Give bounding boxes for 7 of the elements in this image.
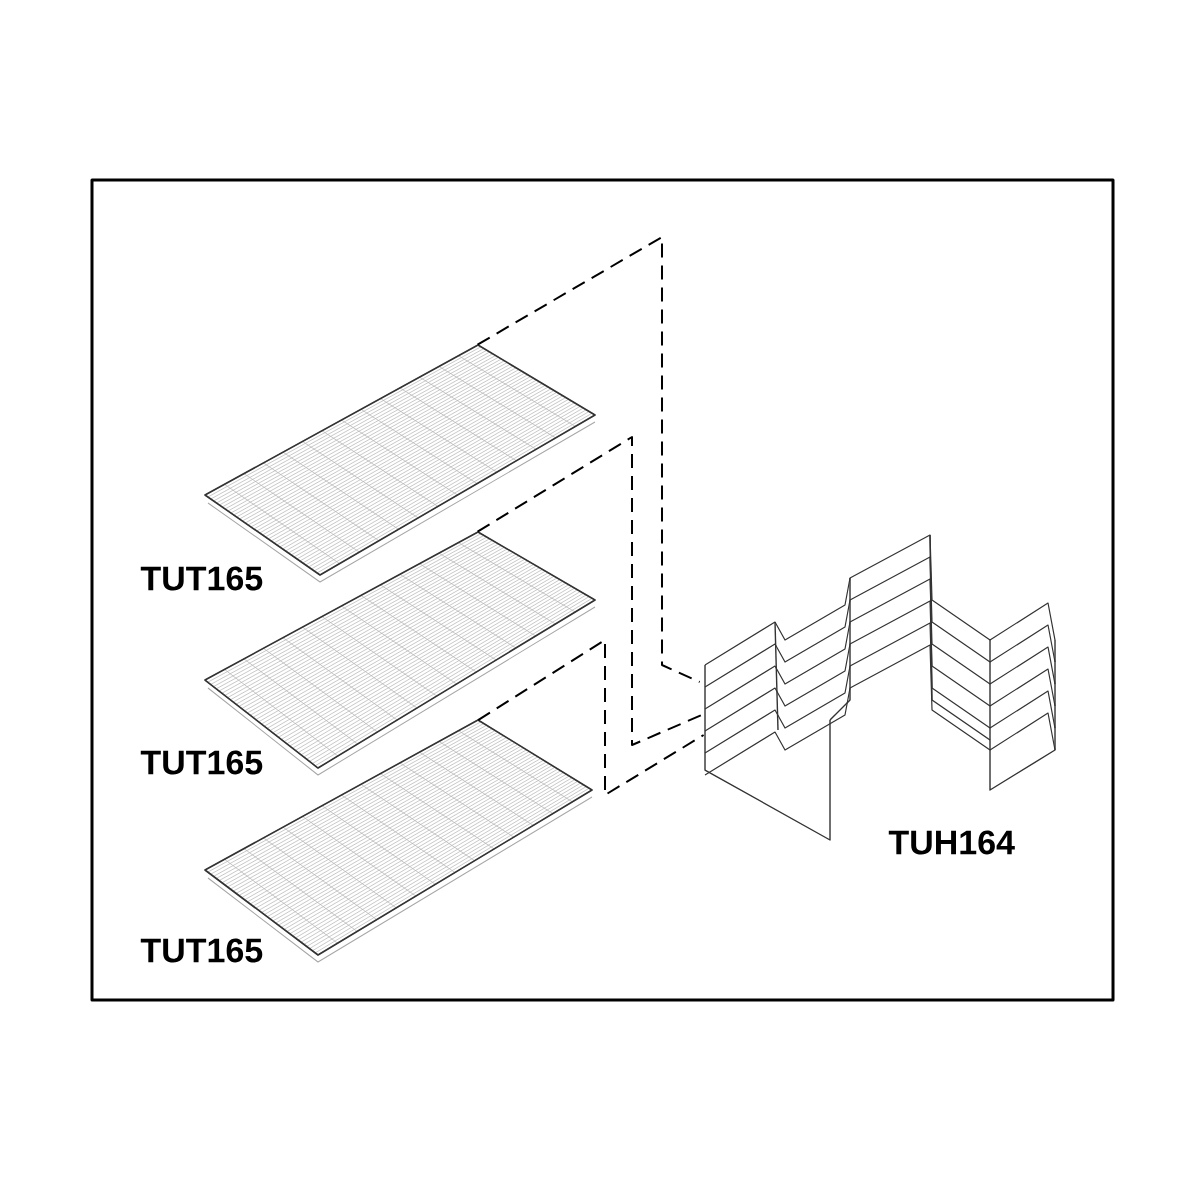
part-number: TUT165: [140, 938, 263, 963]
part-number: TUH164: [888, 830, 1015, 855]
part-number: TUT165: [140, 750, 263, 775]
dashed-line: [477, 639, 705, 796]
part-number: TUT165: [140, 566, 263, 591]
dashed-line: [476, 236, 701, 683]
dashed-line: [476, 436, 703, 746]
